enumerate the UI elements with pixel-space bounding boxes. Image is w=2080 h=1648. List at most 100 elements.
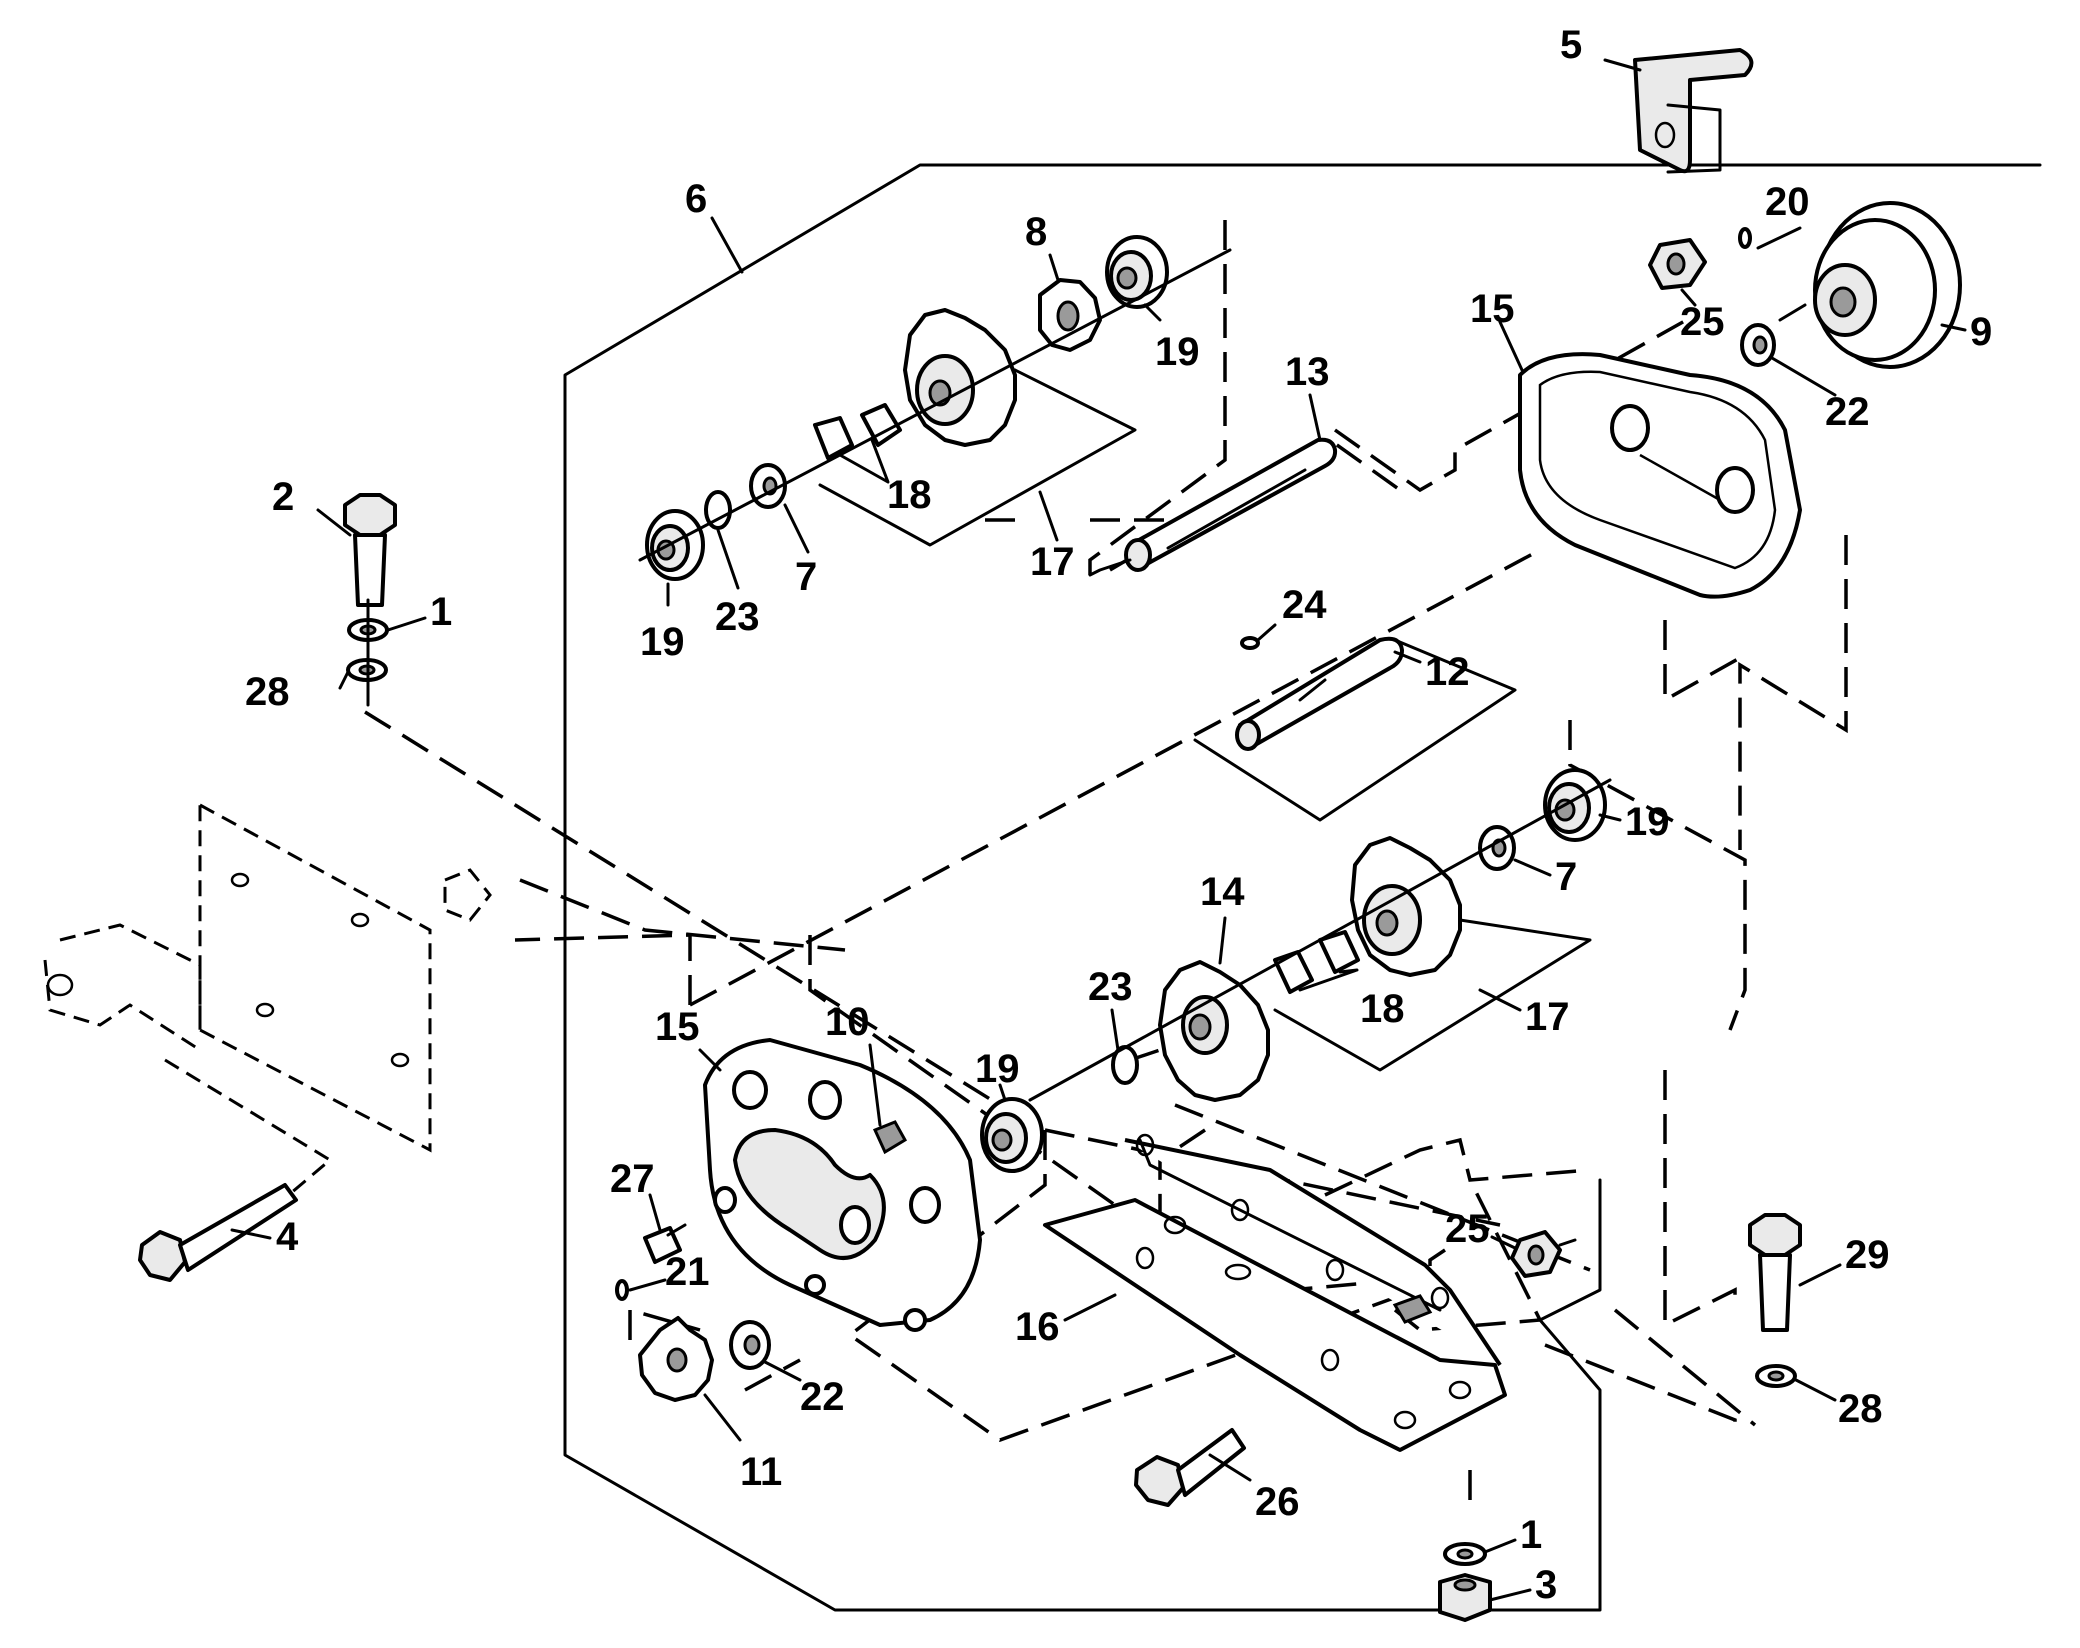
callout-22-bottom: 22: [800, 1375, 845, 1419]
part-16-frame-plate: [1043, 1133, 1507, 1452]
leader-23-top: [716, 528, 740, 590]
leader-19-top-right: [1143, 303, 1162, 322]
callout-29: 29: [1845, 1233, 1890, 1277]
leader-16: [1063, 1293, 1117, 1322]
callout-28-right: 28: [1838, 1387, 1883, 1431]
callout-21: 21: [665, 1250, 710, 1294]
callout-8: 8: [1025, 210, 1047, 254]
leader-18-top: [838, 438, 890, 484]
leader-15-top: [1498, 320, 1524, 372]
callout-3: 3: [1535, 1563, 1557, 1607]
leader-22-top: [1770, 356, 1837, 397]
callout-20: 20: [1765, 180, 1810, 224]
callout-19-bottom: 19: [975, 1047, 1020, 1091]
part-23-snapring-top: [704, 490, 732, 530]
part-15-housing-cover-top: [1518, 352, 1802, 599]
callout-1-bottom: 1: [1520, 1513, 1542, 1557]
callout-25-top: 25: [1680, 300, 1725, 344]
part-27-setscrew: [643, 1223, 687, 1264]
leader-1-top: [386, 616, 427, 632]
callout-23-top: 23: [715, 595, 760, 639]
part-12-shaft: [1235, 636, 1404, 751]
callout-18-mid: 18: [1360, 987, 1405, 1031]
callout-7-top: 7: [795, 555, 817, 599]
part-21-key: [615, 1279, 629, 1301]
part-17-gear-mid: [1350, 836, 1462, 977]
leader-13: [1308, 393, 1322, 442]
leader-26: [1208, 1453, 1252, 1482]
part-18-bushings-mid: [1273, 930, 1360, 994]
part-15-housing-bottom: [703, 1038, 982, 1332]
part-10-pin: [872, 1120, 908, 1155]
leader-17-mid: [1273, 918, 1592, 1072]
leader-10: [868, 1043, 882, 1127]
leader-24: [1256, 623, 1277, 642]
callout-2: 2: [272, 475, 294, 519]
part-25-nut-top: [1648, 238, 1707, 290]
callout-18-top: 18: [887, 473, 932, 517]
callout-19-top-right: 19: [1155, 330, 1200, 374]
part-17-gear-top: [903, 308, 1017, 447]
leader-7-mid: [1513, 858, 1552, 877]
callout-28-top: 28: [245, 670, 290, 714]
part-24-key: [1240, 636, 1260, 650]
part-18-bushings-top: [813, 403, 902, 460]
part-2-bolt: [343, 493, 397, 607]
part-29-bolt: [1748, 1213, 1802, 1332]
leader-17-mid-tail: [1478, 988, 1522, 1012]
leader-15-bottom: [698, 1048, 722, 1072]
part-25-nut-right: [1510, 1230, 1577, 1278]
callout-1-top: 1: [430, 590, 452, 634]
mounting-plate-outline: [43, 802, 492, 1217]
leader-23-mid: [1110, 1008, 1120, 1052]
callout-12: 12: [1425, 650, 1470, 694]
callout-26: 26: [1255, 1480, 1300, 1524]
part-22-washer-top: [1740, 323, 1776, 367]
leader-29: [1798, 1263, 1842, 1287]
leader-19-bottom: [998, 1083, 1007, 1102]
leader-5: [1603, 58, 1642, 72]
leader-2: [316, 508, 352, 537]
callout-22-top: 22: [1825, 390, 1870, 434]
part-11-sprocket: [638, 1316, 714, 1402]
callout-15-top: 15: [1470, 287, 1515, 331]
part-14-gear: [1158, 960, 1270, 1102]
part-19-bearing-top-left: [645, 509, 705, 581]
leader-28-right: [1794, 1378, 1837, 1402]
leader-12: [1393, 650, 1422, 664]
leader-4: [230, 1228, 272, 1240]
callout-10: 10: [825, 1000, 870, 1044]
leader-7-top: [783, 503, 810, 554]
leader-11: [703, 1393, 742, 1442]
callout-17-top: 17: [1030, 540, 1075, 584]
callout-7-mid: 7: [1555, 855, 1577, 899]
leader-18-mid: [1298, 968, 1359, 992]
part-28-washer-right: [1755, 1364, 1797, 1388]
part-22-washer-bottom: [729, 1320, 771, 1370]
callout-19-top-left: 19: [640, 620, 685, 664]
callout-19-mid-right: 19: [1625, 800, 1670, 844]
callout-23-mid: 23: [1088, 965, 1133, 1009]
callout-6: 6: [685, 177, 707, 221]
shaft-axis-top: [638, 248, 1232, 562]
part-9-pulley: [1778, 201, 1962, 369]
leader-22-bottom: [763, 1360, 802, 1382]
leader-25-right: [1490, 1235, 1517, 1250]
callout-24: 24: [1282, 583, 1327, 627]
part-8-pinion: [1038, 278, 1102, 352]
leader-21: [628, 1278, 667, 1292]
shaft-axis-mid: [1028, 778, 1612, 1102]
callout-16: 16: [1015, 1305, 1060, 1349]
part-19-bearing-top-right: [1105, 235, 1169, 309]
part-20-key: [1738, 227, 1752, 249]
part-4-bolt: [138, 1183, 298, 1282]
callout-9: 9: [1970, 310, 1992, 354]
part-26-bolt: [1134, 1428, 1246, 1507]
leader-17-top-tail: [1038, 490, 1059, 542]
leader-1-bottom: [1483, 1538, 1517, 1554]
callout-25-right: 25: [1445, 1207, 1490, 1251]
callout-14: 14: [1200, 870, 1245, 914]
callout-15-bottom: 15: [655, 1005, 700, 1049]
